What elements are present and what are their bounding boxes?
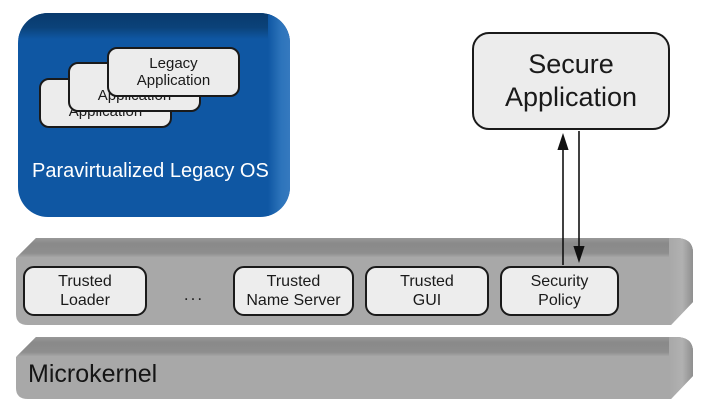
down-arrow: [573, 131, 585, 263]
security-policy-label: Security Policy: [530, 273, 589, 309]
secure-application-box: Secure Application: [472, 32, 670, 130]
trusted-name-server-box: Trusted Name Server: [233, 266, 354, 316]
trusted-gui-label: Trusted GUI: [400, 273, 454, 309]
secure-application-label: Secure Application: [504, 49, 638, 112]
trusted-gui-box: Trusted GUI: [365, 266, 489, 316]
trusted-loader-label: Trusted Loader: [58, 273, 112, 309]
microkernel-label: Microkernel: [28, 360, 158, 388]
security-policy-box: Security Policy: [500, 266, 619, 316]
ellipsis-label: ...: [183, 285, 205, 304]
up-arrow: [557, 133, 569, 265]
trusted-name-server-label: Trusted Name Server: [246, 273, 341, 309]
trusted-loader-box: Trusted Loader: [23, 266, 147, 316]
legacy-application-card: Legacy Application: [107, 47, 240, 97]
legacy-application-card-label: Legacy Application: [136, 55, 211, 89]
paravirtualized-legacy-os-label: Paravirtualized Legacy OS: [32, 160, 269, 182]
